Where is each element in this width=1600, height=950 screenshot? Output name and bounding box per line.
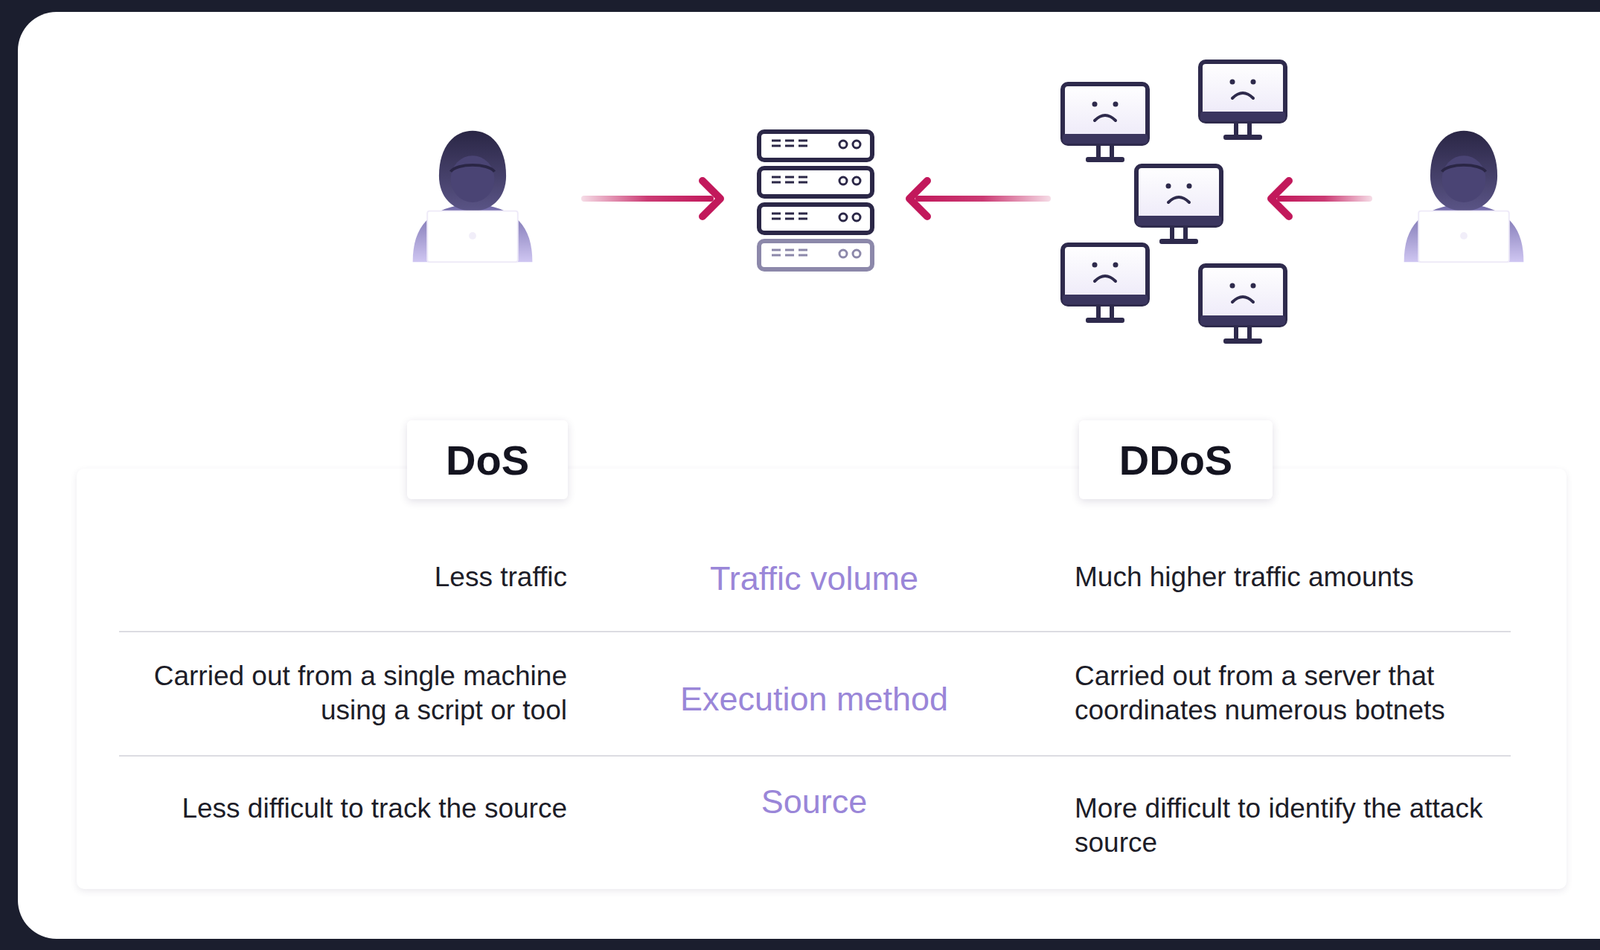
row-heading: Traffic volume — [709, 559, 919, 599]
table-cell: More difficult to identify the attack so… — [1074, 791, 1507, 861]
row-divider — [119, 631, 1511, 633]
table-cell: Much higher traffic amounts — [1074, 560, 1536, 595]
table-cell: Less difficult to track the source — [75, 791, 568, 827]
card-title: DoS — [445, 436, 530, 485]
row-heading: Source — [761, 782, 868, 822]
title-card: DDoS — [1079, 420, 1273, 500]
table-cell: Carried out from a server that coordinat… — [1074, 659, 1507, 728]
title-card: DoS — [407, 420, 568, 500]
table-cell: Less traffic — [75, 560, 568, 595]
table-cell: Carried out from a single machine using … — [150, 659, 568, 728]
row-divider — [119, 755, 1511, 757]
row-heading: Execution method — [680, 680, 949, 719]
card-title: DDoS — [1119, 436, 1233, 485]
